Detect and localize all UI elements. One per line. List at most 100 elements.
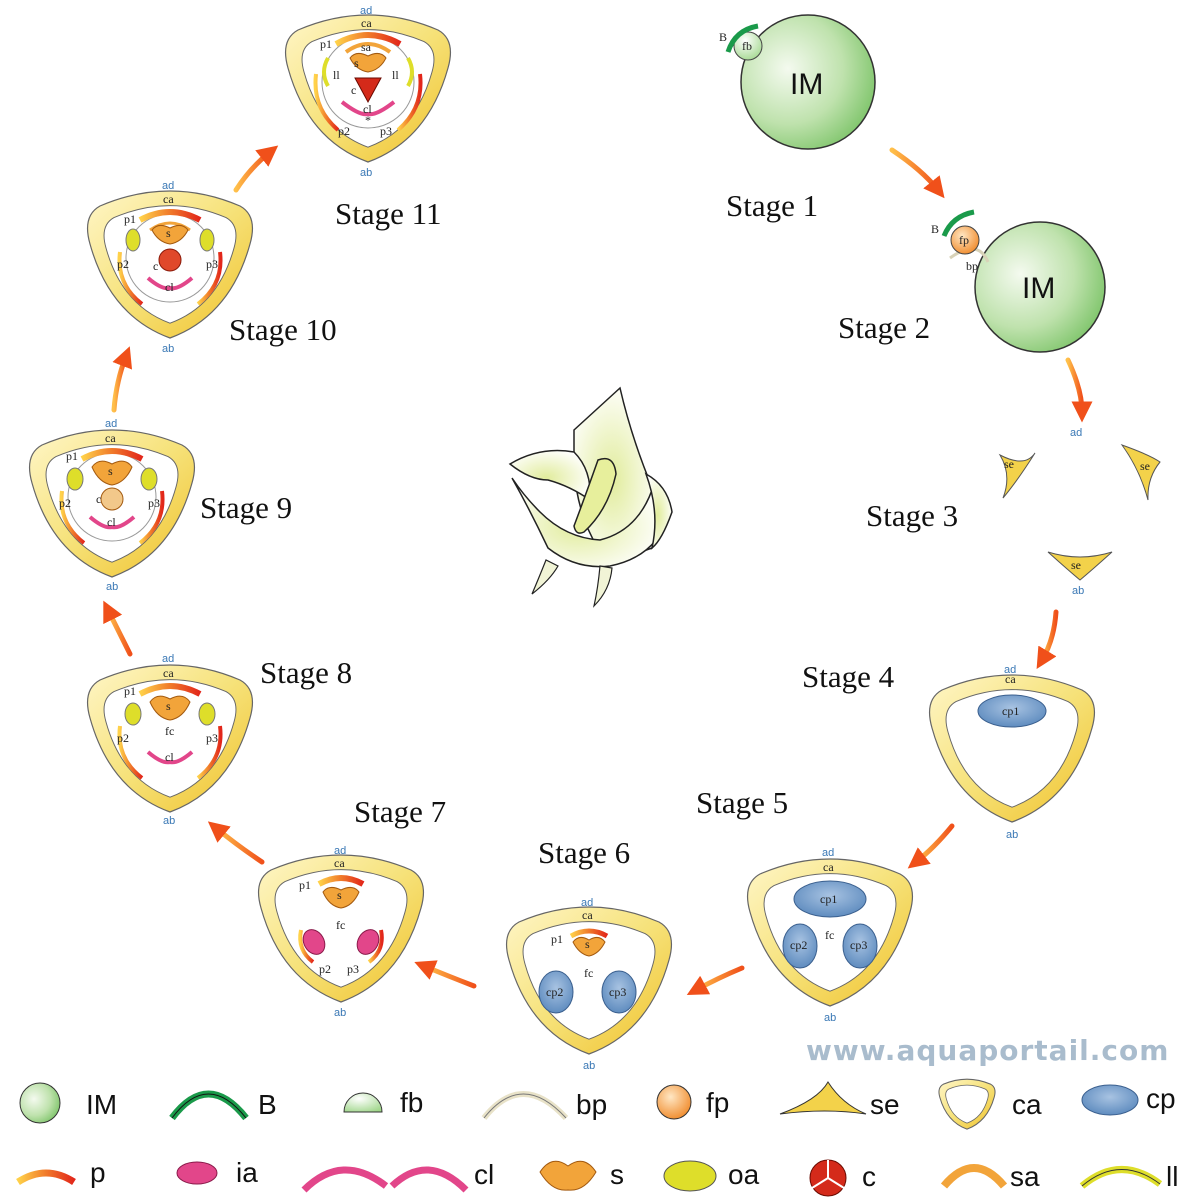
ca-label: ca (1005, 672, 1016, 686)
legend-label: ca (1012, 1089, 1042, 1120)
se-label: se (1004, 457, 1014, 471)
common-primordium-2 (782, 923, 818, 969)
legend-item-sa: sa (940, 1161, 1040, 1192)
bract-label: B (931, 222, 939, 236)
fb-swatch (343, 1092, 383, 1113)
p2-label: p2 (338, 124, 350, 138)
legend: IM B fb bp fp se ca (16, 1078, 1178, 1197)
watermark: www.aquaportail.com (806, 1034, 1169, 1067)
cp-swatch (1081, 1084, 1139, 1116)
column (340, 100, 396, 117)
floral-primordium (950, 225, 980, 255)
p2-label: p2 (117, 257, 129, 271)
adaxial-label: ad (162, 653, 174, 665)
inner-anther-left (302, 929, 326, 955)
abaxial-label: ab (334, 1007, 346, 1019)
legend-label: bp (576, 1089, 607, 1120)
ca-label: ca (582, 908, 593, 922)
lateral-lobe-right (406, 57, 414, 87)
p-swatch (16, 1169, 76, 1186)
legend-label: ia (236, 1157, 258, 1188)
petal-1 (334, 32, 402, 47)
outer-anther-left (66, 467, 84, 491)
legend-item-oa: oa (663, 1159, 760, 1192)
ll-label: ll (392, 68, 399, 82)
arrow-4-5 (907, 823, 955, 869)
legend-item-b: B (169, 1089, 277, 1121)
bract (725, 23, 759, 53)
stage-10: ad s c p1 cl p2 p3 ca ab Stage 10 (86, 180, 337, 355)
cl-swatch-right (389, 1166, 469, 1193)
fc-label: fc (584, 966, 593, 980)
carpel (100, 487, 124, 511)
stage-4: ad cp1 ca ab Stage 4 (802, 659, 1096, 841)
stage-7-label: Stage 7 (354, 794, 446, 829)
p3-label: p3 (148, 496, 160, 510)
stamen (322, 886, 360, 909)
petal-2 (313, 73, 340, 132)
cl-swatch-left (301, 1166, 389, 1193)
abaxial-label: ab (360, 167, 372, 179)
carpel (158, 248, 182, 272)
outer-anther-left (124, 702, 142, 726)
cycle-arrows (103, 145, 1093, 996)
arrow-9-10 (111, 346, 133, 413)
fc-label: fc (165, 724, 174, 738)
stage-3: ad se se se ab Stage 3 (866, 427, 1161, 597)
legend-item-fp: fp (656, 1084, 729, 1120)
stage-8: ad s p1 fc cl p2 p3 ca ab Stage 8 (86, 653, 352, 827)
legend-label: cl (474, 1159, 494, 1190)
stage-4-label: Stage 4 (802, 659, 895, 694)
c-label: c (351, 83, 356, 97)
common-primordium-2 (538, 970, 574, 1014)
arrow-2-3 (1065, 357, 1093, 423)
stage-2: IM B fp bp Stage 2 (838, 209, 1106, 353)
fp-label: fp (959, 233, 969, 247)
legend-label: s (610, 1159, 624, 1190)
c-label: c (96, 492, 101, 506)
petal-3 (196, 725, 223, 780)
arrow-7-8 (207, 821, 265, 865)
ia-swatch (176, 1161, 218, 1185)
c-label: c (153, 259, 158, 273)
asterisk-mark: * (365, 113, 371, 127)
ca-label: ca (361, 16, 372, 30)
cp1-label: cp1 (1002, 704, 1019, 718)
column (146, 276, 194, 291)
ca-label: ca (163, 192, 174, 206)
lateral-petal-right (644, 472, 673, 550)
legend-item-cl: cl (301, 1159, 494, 1193)
cp3-label: cp3 (850, 938, 867, 952)
column-organ (573, 457, 617, 534)
stamen (572, 936, 606, 957)
fb-label: fb (742, 39, 752, 53)
bp-swatch-outline (483, 1093, 567, 1119)
cp1-label: cp1 (820, 892, 837, 906)
abaxial-label: ab (824, 1012, 836, 1024)
stamen (151, 224, 189, 245)
adaxial-label: ad (162, 180, 174, 192)
arrow-5-6 (686, 965, 745, 996)
s-label: s (337, 888, 342, 902)
carpel (354, 77, 382, 104)
adaxial-label: ad (1070, 427, 1082, 439)
adaxial-label: ad (581, 897, 593, 909)
legend-item-ca: ca (938, 1078, 1042, 1130)
lateral-lobe-left (322, 57, 330, 87)
sepal-right (1120, 443, 1161, 501)
stage-10-label: Stage 10 (229, 312, 337, 347)
petal-2 (117, 251, 144, 306)
stage-11-label: Stage 11 (335, 196, 441, 231)
stage-9: ad s c p1 cl p2 p3 ca ab Stage 9 (28, 418, 292, 593)
arrow-10-11 (233, 145, 279, 193)
stage-1: IM B fb Stage 1 (719, 14, 876, 223)
s-label: s (166, 226, 171, 240)
arrow-8-9 (103, 600, 133, 657)
outer-anther-right (199, 228, 215, 252)
p1-label: p1 (299, 878, 311, 892)
legend-label: sa (1010, 1161, 1040, 1192)
legend-item-bp: bp (481, 1089, 607, 1121)
inflorescence-meristem (974, 221, 1106, 353)
s-label: s (108, 464, 113, 478)
petal-2 (59, 490, 86, 545)
